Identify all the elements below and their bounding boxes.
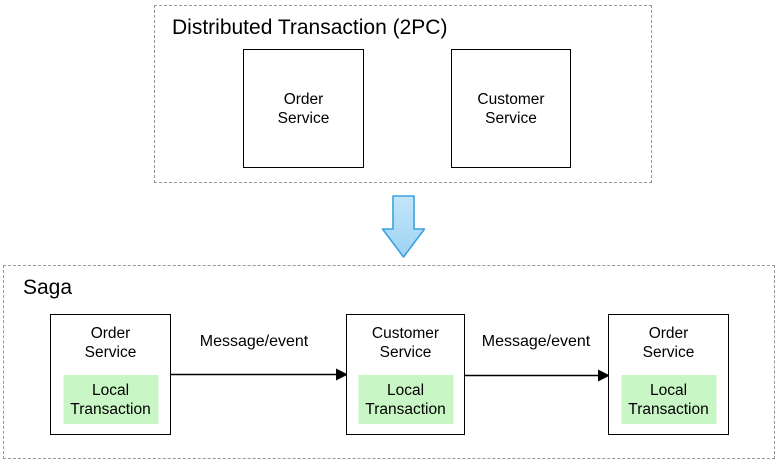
down-arrow-icon bbox=[381, 195, 426, 258]
local-transaction-box-2: Local Transaction bbox=[358, 375, 453, 424]
distributed-transaction-title: Distributed Transaction (2PC) bbox=[172, 16, 448, 39]
saga-order-service-label-1: Order Service bbox=[84, 325, 137, 361]
saga-order-service-label-2: Order Service bbox=[642, 325, 695, 361]
order-service-label: Order Service bbox=[277, 90, 330, 127]
message-event-label-1: Message/event bbox=[199, 333, 309, 350]
saga-order-service-box-1: Order Service Local Transaction bbox=[50, 314, 171, 435]
saga-customer-service-label: Customer Service bbox=[371, 325, 440, 361]
saga-customer-service-box: Customer Service Local Transaction bbox=[346, 314, 465, 435]
local-transaction-label-1: Local Transaction bbox=[70, 381, 151, 418]
local-transaction-box-3: Local Transaction bbox=[621, 375, 716, 424]
distributed-transaction-group: Distributed Transaction (2PC) Order Serv… bbox=[154, 5, 652, 183]
local-transaction-label-2: Local Transaction bbox=[365, 381, 446, 418]
saga-title: Saga bbox=[23, 276, 73, 299]
message-event-label-2: Message/event bbox=[481, 333, 591, 350]
message-arrowhead-1 bbox=[336, 368, 348, 381]
local-transaction-label-3: Local Transaction bbox=[628, 381, 709, 418]
local-transaction-box-1: Local Transaction bbox=[63, 375, 158, 424]
message-arrow-1 bbox=[170, 368, 348, 381]
down-arrow-shape bbox=[381, 195, 426, 258]
customer-service-label: Customer Service bbox=[477, 90, 545, 127]
message-arrow-2 bbox=[464, 369, 610, 382]
customer-service-box: Customer Service bbox=[451, 49, 571, 168]
order-service-box: Order Service bbox=[243, 49, 364, 168]
saga-order-service-box-2: Order Service Local Transaction bbox=[608, 314, 729, 435]
message-arrowhead-2 bbox=[598, 369, 610, 382]
saga-group: Saga Order Service Local Transaction Mes… bbox=[3, 265, 775, 459]
